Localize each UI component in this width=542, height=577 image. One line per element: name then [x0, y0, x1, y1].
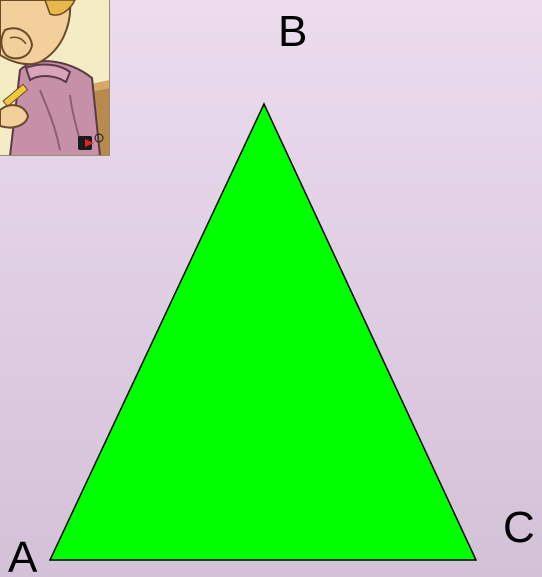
vertex-label-c: C	[503, 503, 535, 552]
triangle-abc	[48, 102, 478, 561]
person-thinking-illustration	[0, 0, 110, 156]
vertex-label-a: A	[8, 533, 38, 577]
vertex-label-b: B	[278, 7, 308, 56]
